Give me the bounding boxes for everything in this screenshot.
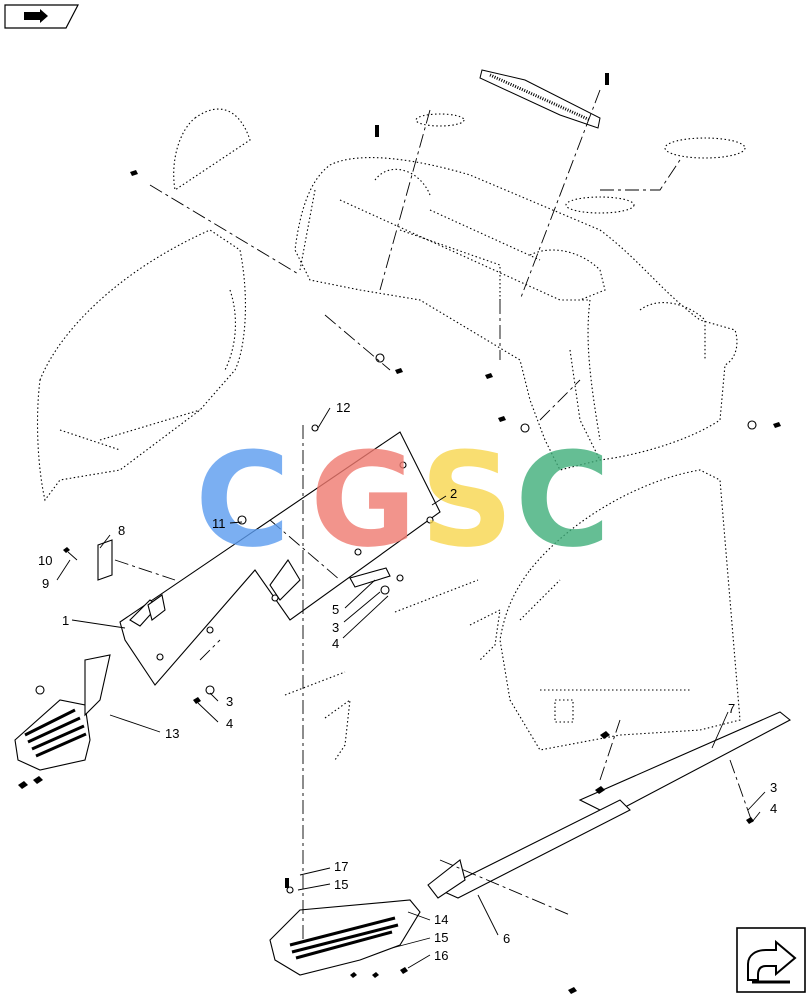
hardware-fasteners (63, 73, 781, 994)
trim-strip-part-6 (427, 799, 631, 899)
callout-4: 4 (332, 636, 339, 651)
callout-leaders (56, 407, 766, 969)
watermark-letter-4: C (515, 424, 610, 576)
callout-9: 9 (42, 576, 49, 591)
callout-6: 6 (503, 931, 510, 946)
callout-3: 3 (332, 620, 339, 635)
callout-5: 5 (332, 602, 339, 617)
watermark-letter-1: C (195, 424, 290, 576)
callout-13: 13 (165, 726, 179, 741)
callout-3: 3 (226, 694, 233, 709)
callout-17: 17 (334, 859, 348, 874)
round-covers (415, 113, 746, 214)
callout-labels: 1 2 3 3 3 4 4 4 5 6 7 8 9 10 11 12 13 14… (38, 400, 777, 963)
callout-10: 10 (38, 553, 52, 568)
assembly-phantom-lines (114, 89, 753, 940)
linkage-rods (284, 579, 501, 761)
cgsc-watermark: C G S C (195, 424, 610, 576)
callout-12: 12 (336, 400, 350, 415)
cab-upper-shell (294, 157, 738, 471)
callout-3: 3 (770, 780, 777, 795)
callout-15: 15 (334, 877, 348, 892)
next-page-arrow-icon[interactable] (736, 927, 806, 993)
callout-1: 1 (62, 613, 69, 628)
callout-8: 8 (118, 523, 125, 538)
callout-14: 14 (434, 912, 448, 927)
callout-7: 7 (728, 701, 735, 716)
callout-4: 4 (226, 716, 233, 731)
callout-2: 2 (450, 486, 457, 501)
watermark-letter-3: S (420, 424, 514, 576)
floor-plate-part-1 (119, 431, 441, 686)
step-part-13 (14, 654, 111, 789)
trim-strip-part-7 (578, 711, 791, 816)
roof-vent-grill (479, 69, 601, 129)
callout-15: 15 (434, 930, 448, 945)
callout-11: 11 (212, 516, 226, 531)
side-window-left (173, 108, 251, 191)
book-arrow-icon[interactable] (4, 4, 79, 29)
callout-4: 4 (770, 801, 777, 816)
right-side-panel (499, 469, 741, 751)
step-part-14 (269, 899, 421, 976)
watermark-letter-2: G (310, 424, 417, 576)
callout-16: 16 (434, 948, 448, 963)
left-rear-panel (36, 229, 246, 502)
